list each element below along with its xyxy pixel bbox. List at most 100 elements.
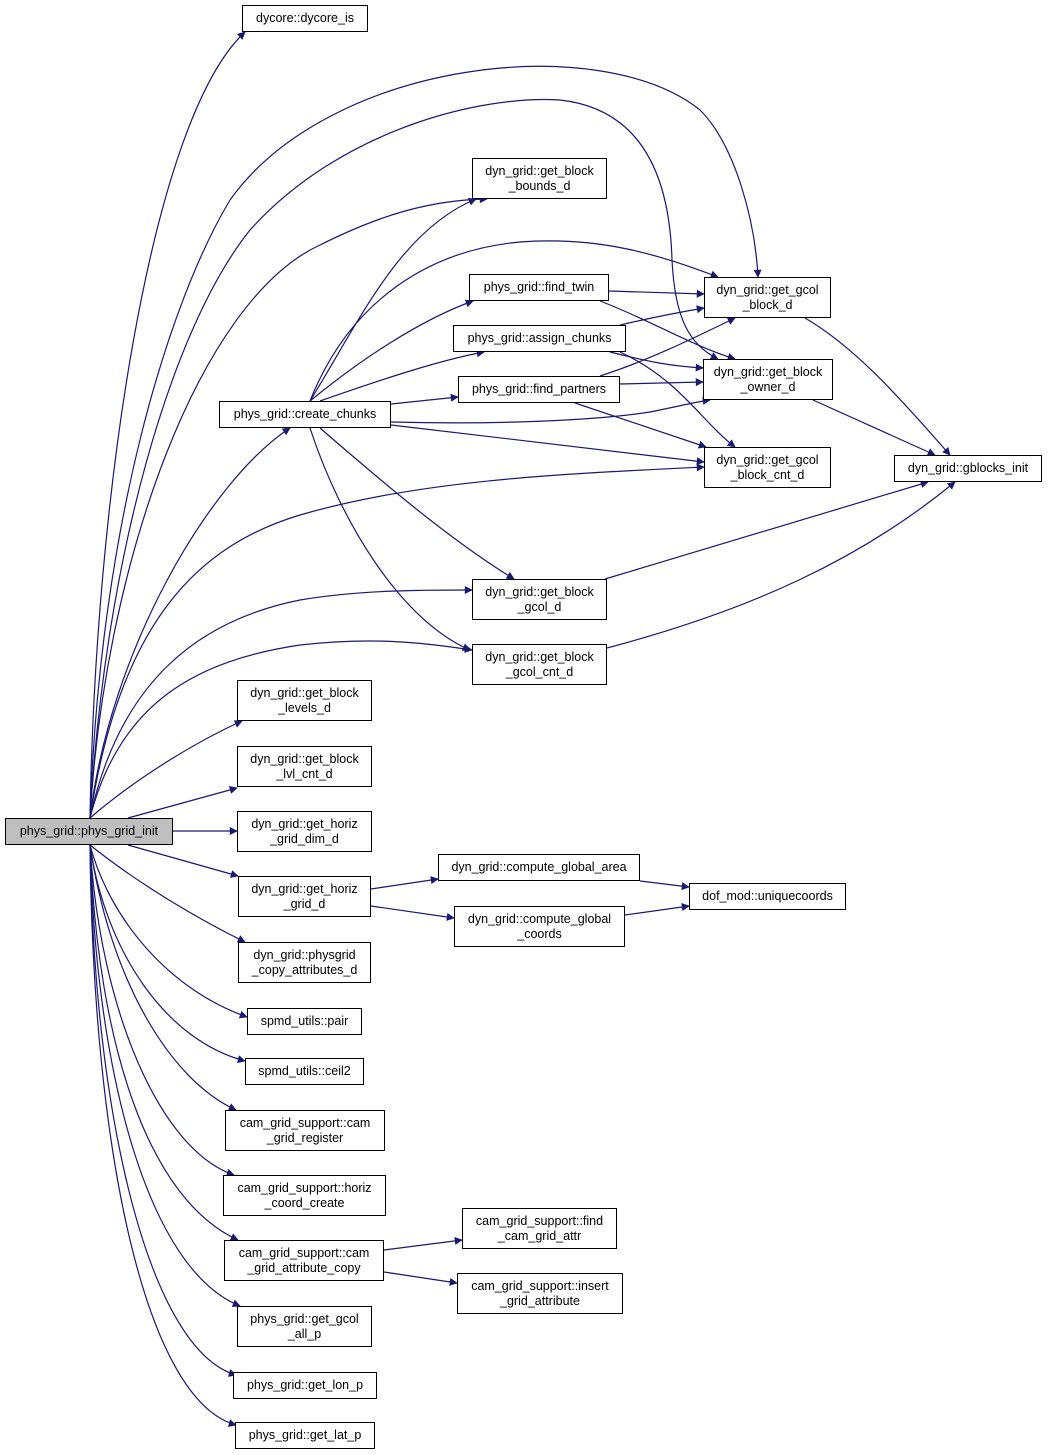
node-label-line: dycore::dycore_is	[256, 11, 354, 25]
edge-create-chunks-to-find-partners	[390, 393, 459, 405]
node-label-line: dyn_grid::gblocks_init	[907, 461, 1029, 475]
node-horiz-coord-create[interactable]: cam_grid_support::horiz_coord_create	[223, 1175, 386, 1216]
edge-get-block-owner-d-to-gblocks-init	[812, 399, 936, 456]
edge-phys-grid-init-to-dycore-is	[89, 31, 246, 819]
node-label-line: _gcol_d	[517, 599, 562, 614]
node-get-lat-p[interactable]: phys_grid::get_lat_p	[235, 1422, 375, 1449]
node-physgrid-copy-attributes-d[interactable]: dyn_grid::physgrid_copy_attributes_d	[238, 942, 371, 983]
edge-phys-grid-init-to-create-chunks	[89, 427, 291, 819]
node-label-line: _bounds_d	[508, 178, 571, 193]
node-get-block-gcol-cnt-d[interactable]: dyn_grid::get_block_gcol_cnt_d	[472, 644, 607, 685]
node-label-line: _block_d	[742, 297, 793, 312]
edge-phys-grid-init-to-get-block-owner-d	[89, 98, 719, 819]
node-label-line: cam_grid_support::horiz	[237, 1180, 372, 1195]
edge-create-chunks-to-get-block-gcol-cnt-d	[309, 427, 471, 651]
edge-find-twin-to-get-block-owner-d	[599, 300, 736, 361]
edge-create-chunks-to-find-twin	[309, 299, 474, 402]
edge-compute-global-area-to-uniquecoords	[639, 880, 690, 891]
edge-phys-grid-init-to-get-block-bounds-d	[89, 195, 488, 819]
node-get-block-levels-d[interactable]: dyn_grid::get_block_levels_d	[237, 680, 372, 721]
node-label-line: phys_grid::get_gcol	[250, 1311, 359, 1326]
node-label-line: _grid_d	[283, 896, 326, 911]
node-get-block-owner-d[interactable]: dyn_grid::get_block_owner_d	[703, 359, 833, 400]
edge-phys-grid-init-to-pair	[89, 844, 248, 1019]
node-get-lon-p[interactable]: phys_grid::get_lon_p	[233, 1372, 377, 1399]
node-label-line: dyn_grid::get_horiz	[251, 881, 358, 896]
node-dycore-is[interactable]: dycore::dycore_is	[242, 5, 368, 32]
node-insert-grid-attribute[interactable]: cam_grid_support::insert_grid_attribute	[457, 1273, 623, 1314]
edge-phys-grid-init-to-ceil2	[89, 844, 246, 1064]
node-assign-chunks[interactable]: phys_grid::assign_chunks	[453, 325, 626, 352]
node-label-line: _coords	[517, 926, 562, 941]
node-label-line: phys_grid::get_lat_p	[248, 1428, 362, 1442]
node-phys-grid-init[interactable]: phys_grid::phys_grid_init	[5, 818, 173, 845]
edge-phys-grid-init-to-get-horiz-grid-d	[127, 844, 239, 878]
edge-get-gcol-block-d-to-gblocks-init	[804, 317, 951, 456]
node-get-block-bounds-d[interactable]: dyn_grid::get_block_bounds_d	[472, 158, 607, 199]
node-label-line: dyn_grid::get_block	[250, 685, 359, 700]
edge-get-block-gcol-d-to-gblocks-init	[604, 480, 929, 580]
node-uniquecoords[interactable]: dof_mod::uniquecoords	[689, 883, 846, 910]
node-get-gcol-block-d[interactable]: dyn_grid::get_gcol_block_d	[704, 277, 831, 318]
node-label-line: cam_grid_support::insert	[471, 1278, 609, 1293]
node-ceil2[interactable]: spmd_utils::ceil2	[245, 1058, 364, 1085]
node-label-line: cam_grid_support::cam	[238, 1245, 370, 1260]
edge-create-chunks-to-get-block-gcol-d	[319, 427, 515, 580]
edge-create-chunks-to-get-block-bounds-d	[309, 198, 477, 402]
node-label-line: dyn_grid::get_block	[713, 364, 823, 379]
edge-assign-chunks-to-get-gcol-block-d	[619, 305, 705, 326]
node-label-line: dyn_grid::get_block	[485, 163, 594, 178]
node-get-block-lvl-cnt-d[interactable]: dyn_grid::get_block_lvl_cnt_d	[237, 746, 372, 787]
node-label-line: _coord_create	[264, 1195, 345, 1210]
node-label-line: dof_mod::uniquecoords	[702, 889, 833, 903]
node-find-partners[interactable]: phys_grid::find_partners	[458, 376, 620, 403]
node-compute-global-area[interactable]: dyn_grid::compute_global_area	[438, 854, 640, 881]
node-label-line: _grid_attribute	[500, 1293, 580, 1308]
node-label-line: _levels_d	[278, 700, 331, 715]
node-compute-global-coords[interactable]: dyn_grid::compute_global_coords	[454, 906, 625, 947]
node-label-line: phys_grid::phys_grid_init	[19, 824, 159, 838]
node-get-horiz-grid-d[interactable]: dyn_grid::get_horiz_grid_d	[238, 876, 371, 917]
node-get-gcol-block-cnt-d[interactable]: dyn_grid::get_gcol_block_cnt_d	[704, 447, 831, 488]
node-find-cam-grid-attr[interactable]: cam_grid_support::find_cam_grid_attr	[462, 1208, 617, 1249]
node-label-line: phys_grid::assign_chunks	[467, 331, 612, 345]
edge-phys-grid-init-to-get-block-levels-d	[89, 720, 243, 819]
node-label-line: _grid_attribute_copy	[247, 1260, 361, 1275]
node-get-gcol-all-p[interactable]: phys_grid::get_gcol_all_p	[237, 1306, 372, 1347]
node-label-line: _grid_dim_d	[270, 831, 339, 846]
node-label-line: spmd_utils::pair	[260, 1014, 349, 1028]
node-pair[interactable]: spmd_utils::pair	[247, 1008, 362, 1035]
node-label-line: _cam_grid_attr	[497, 1228, 582, 1243]
node-get-horiz-grid-dim-d[interactable]: dyn_grid::get_horiz_grid_dim_d	[237, 811, 372, 852]
edge-compute-global-coords-to-uniquecoords	[624, 903, 690, 916]
node-label-line: _owner_d	[740, 379, 796, 394]
node-gblocks-init[interactable]: dyn_grid::gblocks_init	[894, 455, 1042, 482]
node-label-line: dyn_grid::get_gcol	[716, 452, 819, 467]
node-label-line: phys_grid::find_twin	[483, 280, 595, 294]
edge-create-chunks-to-get-block-owner-d	[390, 396, 711, 424]
edge-find-partners-to-get-gcol-block-cnt-d	[574, 402, 707, 449]
edge-phys-grid-init-to-get-block-lvl-cnt-d	[127, 786, 238, 819]
edge-phys-grid-init-to-get-lon-p	[89, 844, 237, 1377]
node-label-line: phys_grid::get_lon_p	[246, 1378, 364, 1392]
edge-find-partners-to-get-block-owner-d	[619, 378, 704, 387]
node-cam-grid-register[interactable]: cam_grid_support::cam_grid_register	[225, 1110, 385, 1151]
node-cam-grid-attribute-copy[interactable]: cam_grid_support::cam_grid_attribute_cop…	[224, 1240, 384, 1281]
edge-find-partners-to-get-gcol-block-d	[599, 317, 736, 377]
edge-phys-grid-init-to-cam-grid-register	[89, 844, 237, 1111]
node-label-line: spmd_utils::ceil2	[258, 1064, 351, 1078]
node-find-twin[interactable]: phys_grid::find_twin	[469, 274, 609, 301]
node-label-line: _lvl_cnt_d	[276, 766, 333, 781]
node-get-block-gcol-d[interactable]: dyn_grid::get_block_gcol_d	[472, 579, 607, 620]
node-label-line: phys_grid::create_chunks	[233, 407, 377, 421]
node-label-line: _grid_register	[266, 1130, 344, 1145]
edge-create-chunks-to-assign-chunks	[319, 349, 485, 402]
edge-phys-grid-init-to-get-gcol-block-d	[89, 65, 762, 819]
node-label-line: dyn_grid::compute_global_area	[451, 860, 627, 874]
edge-assign-chunks-to-get-block-owner-d	[609, 351, 704, 372]
node-label-line: dyn_grid::physgrid	[253, 947, 356, 962]
edge-phys-grid-init-to-physgrid-copy-attributes-d	[89, 844, 246, 943]
node-create-chunks[interactable]: phys_grid::create_chunks	[219, 401, 391, 428]
